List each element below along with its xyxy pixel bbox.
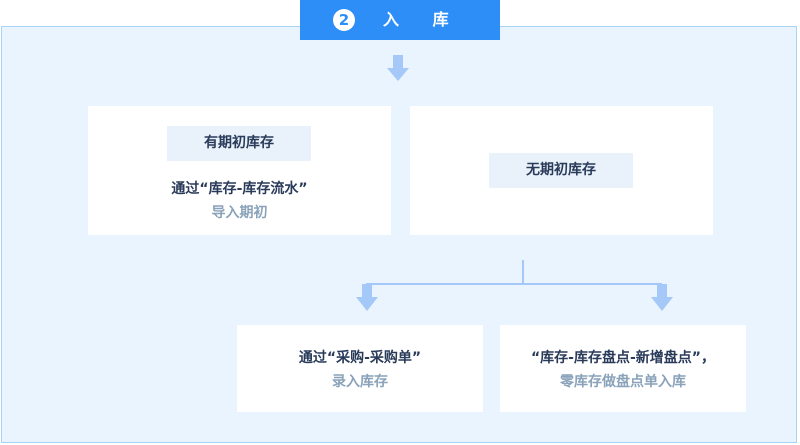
node-tag-without-initial-stock: 无期初库存 [489,153,633,188]
node-line-import-route: 通过“库存-库存流水” [171,181,308,197]
node-line-purchase-route: 通过“采购-采购单” [298,350,422,366]
step-title: 入 库 [383,10,463,29]
arrow-down-icon-top [387,55,409,81]
arrow-down-icon-right [651,284,673,311]
step-header: 2 入 库 [300,0,500,40]
arrow-down-icon-left [356,284,378,311]
node-stocktake: “库存-库存盘点-新增盘点”， 零库存做盘点单入库 [500,325,746,412]
step-number-badge: 2 [333,9,355,31]
node-line-import-action: 导入期初 [211,205,268,221]
node-with-initial-stock: 有期初库存 通过“库存-库存流水” 导入期初 [88,106,391,235]
node-purchase-order: 通过“采购-采购单” 录入库存 [237,325,483,412]
node-line-stocktake-route: “库存-库存盘点-新增盘点”， [530,350,716,366]
node-line-purchase-action: 录入库存 [332,374,388,390]
node-line-stocktake-action: 零库存做盘点单入库 [560,374,686,390]
node-tag-with-initial-stock: 有期初库存 [167,126,311,161]
node-without-initial-stock: 无期初库存 [410,106,713,235]
